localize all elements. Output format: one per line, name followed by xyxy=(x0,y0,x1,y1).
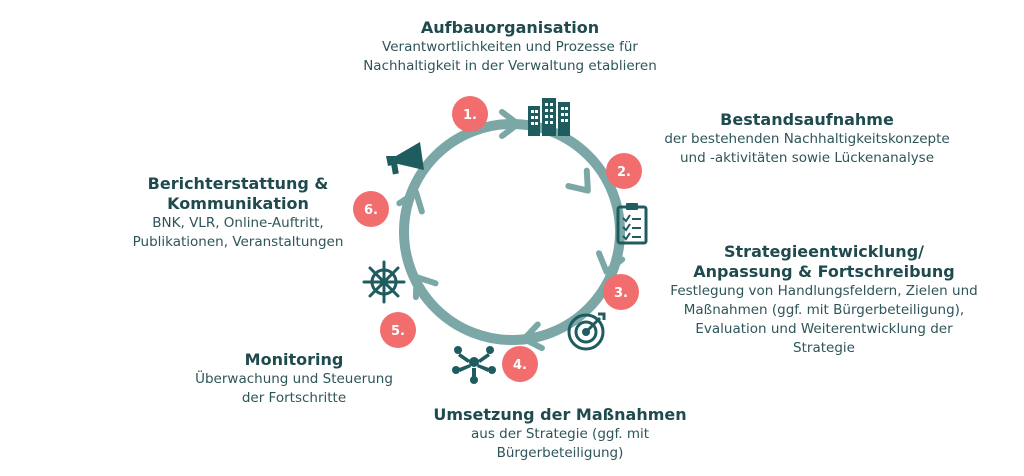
step-2-desc-line-2: und -aktivitäten sowie Lückenanalyse xyxy=(679,150,935,166)
step-4-text: Umsetzung der Maßnahmen aus der Strategi… xyxy=(400,405,720,463)
ring-arrow-3 xyxy=(595,250,626,275)
ring-arrow-4 xyxy=(521,321,545,352)
step-4-desc-line-1: aus der Strategie (ggf. mit xyxy=(470,426,650,442)
step-badge-2: 2. xyxy=(606,153,642,189)
step-6-desc-line-2: Publikationen, Veranstaltungen xyxy=(132,234,344,250)
step-number: 6. xyxy=(364,203,378,218)
team-hands-icon xyxy=(452,346,496,384)
cycle-ring xyxy=(399,119,625,345)
step-5-desc-line-1: Überwachung und Steuerung xyxy=(195,371,393,387)
ship-wheel-icon xyxy=(362,260,406,304)
step-5-title: Monitoring xyxy=(244,350,344,369)
step-number: 3. xyxy=(614,286,628,301)
megaphone-icon xyxy=(386,142,424,175)
step-number: 2. xyxy=(617,165,631,180)
step-5-desc-line-2: der Fortschritte xyxy=(241,390,347,406)
step-badge-1: 1. xyxy=(452,96,488,132)
step-6-title-line-1: Berichterstattung & xyxy=(147,174,329,193)
step-2-text: Bestandsaufnahme der bestehenden Nachhal… xyxy=(648,110,966,168)
step-badge-6: 6. xyxy=(353,191,389,227)
step-6-title-line-2: Kommunikation xyxy=(167,194,309,213)
ring-arrow-5 xyxy=(412,274,439,301)
step-3-title-line-2: Anpassung & Fortschreibung xyxy=(693,262,955,281)
step-3-desc-line-3: Evaluation und Weiterentwicklung der xyxy=(695,321,953,337)
checklist-icon xyxy=(616,203,648,245)
target-icon xyxy=(567,312,606,351)
step-4-title: Umsetzung der Maßnahmen xyxy=(433,405,687,424)
step-number: 1. xyxy=(463,108,477,123)
step-3-text: Strategieentwicklung/ Anpassung & Fortsc… xyxy=(654,242,994,358)
step-6-desc-line-1: BNK, VLR, Online-Auftritt, xyxy=(152,215,324,231)
step-badge-3: 3. xyxy=(603,274,639,310)
step-2-title: Bestandsaufnahme xyxy=(720,110,894,129)
step-5-text: Monitoring Überwachung und Steuerung der… xyxy=(172,350,416,408)
buildings-icon xyxy=(528,98,570,136)
step-number: 5. xyxy=(391,324,405,339)
step-2-desc-line-1: der bestehenden Nachhaltigkeitskonzepte xyxy=(664,131,950,147)
ring-arrow-1 xyxy=(499,109,521,139)
step-badge-5: 5. xyxy=(380,312,416,348)
step-4-desc-line-2: Bürgerbeteiligung) xyxy=(496,445,624,461)
step-3-desc-line-4: Strategie xyxy=(793,340,855,356)
step-1-desc-line-1: Verantwortlichkeiten und Prozesse für xyxy=(382,39,638,55)
step-1-text: Aufbauorganisation Verantwortlichkeiten … xyxy=(330,18,690,76)
step-6-text: Berichterstattung & Kommunikation BNK, V… xyxy=(112,174,364,252)
ring-arrow-2 xyxy=(565,167,591,194)
step-1-desc-line-2: Nachhaltigkeit in der Verwaltung etablie… xyxy=(363,58,657,74)
step-3-desc-line-2: Maßnahmen (ggf. mit Bürgerbeteiligung), xyxy=(683,302,965,318)
step-number: 4. xyxy=(513,358,527,373)
step-3-title-line-1: Strategieentwicklung/ xyxy=(724,242,924,261)
step-1-title: Aufbauorganisation xyxy=(420,18,600,37)
step-3-desc-line-1: Festlegung von Handlungsfeldern, Zielen … xyxy=(670,283,978,299)
step-badge-4: 4. xyxy=(502,346,538,382)
ring-arrow-6 xyxy=(396,189,425,215)
